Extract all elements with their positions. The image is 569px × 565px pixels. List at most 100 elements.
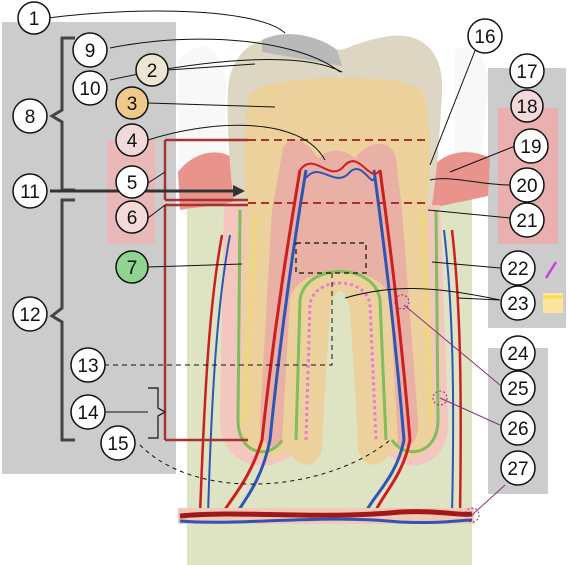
gingiva-left [178, 152, 240, 210]
svg-text:2: 2 [147, 61, 158, 82]
label-18: 18 [510, 89, 544, 123]
label-22: 22 [500, 250, 536, 286]
outer-vein-right [443, 229, 455, 516]
cementum-left [236, 209, 284, 454]
svg-text:24: 24 [507, 344, 529, 365]
svg-text:20: 20 [516, 176, 537, 197]
detail-leader [105, 273, 333, 366]
label-24: 24 [500, 335, 536, 371]
label-6: 6 [115, 200, 149, 234]
leader-16 [429, 37, 481, 166]
faded-neighbor-tooth-left [178, 46, 226, 170]
label-3: 3 [115, 86, 149, 120]
detail-circle-26 [432, 390, 448, 406]
leader-1 [47, 10, 286, 34]
leader-7 [147, 263, 243, 268]
svg-text:12: 12 [19, 305, 40, 326]
label-14: 14 [70, 394, 106, 430]
outer-artery-right [450, 229, 462, 516]
svg-text:17: 17 [516, 62, 537, 83]
leader-23b [344, 288, 501, 301]
leader-4 [147, 124, 326, 161]
brace-14 [148, 387, 167, 439]
svg-text:1: 1 [29, 9, 40, 30]
detail-box [295, 242, 367, 274]
svg-text:22: 22 [507, 259, 528, 280]
svg-text:10: 10 [79, 79, 100, 100]
label-19: 19 [513, 128, 549, 164]
pulp-horn-vessels [299, 160, 381, 175]
outer-vein-left [207, 234, 231, 516]
label-8: 8 [12, 98, 48, 134]
label-11: 11 [12, 173, 48, 209]
bracket-neck [163, 203, 248, 442]
label-23: 23 [500, 285, 536, 321]
vein-left-root [230, 169, 308, 521]
apex-dashed-arc [139, 439, 391, 485]
artery-left-root [216, 169, 302, 521]
legend-nerve-swatch [544, 261, 558, 279]
svg-text:8: 8 [25, 107, 36, 128]
leader-5 [147, 171, 166, 184]
svg-text:4: 4 [127, 131, 138, 152]
label-27: 27 [500, 450, 536, 486]
svg-text:5: 5 [127, 173, 138, 194]
pulp-horn-veins [305, 168, 375, 182]
label-2: 2 [135, 53, 169, 87]
label-4: 4 [115, 123, 149, 157]
svg-text:13: 13 [77, 356, 98, 377]
artery-right-root [370, 169, 412, 521]
svg-text:23: 23 [507, 294, 528, 315]
label-9: 9 [72, 32, 108, 68]
label-21: 21 [509, 202, 545, 238]
leader-22 [431, 261, 501, 269]
svg-text:16: 16 [474, 27, 495, 48]
svg-text:19: 19 [520, 137, 541, 158]
pink-fiber-inner [304, 281, 378, 441]
detail-circle-25 [394, 294, 410, 310]
leader-19 [449, 145, 516, 173]
leader-20 [429, 178, 511, 186]
enamel-highlight [262, 34, 342, 66]
faded-neighbor-tooth-right [455, 47, 489, 170]
leader-6 [147, 204, 166, 219]
cementum-right [390, 209, 440, 454]
label-15: 15 [100, 425, 136, 461]
svg-text:25: 25 [507, 379, 528, 400]
alveolar-vein [179, 517, 473, 525]
svg-text:26: 26 [507, 419, 528, 440]
leader-9 [109, 38, 341, 73]
label-25: 25 [500, 370, 536, 406]
svg-text:27: 27 [507, 459, 528, 480]
svg-text:7: 7 [127, 258, 138, 279]
svg-text:14: 14 [77, 403, 99, 424]
svg-text:15: 15 [107, 434, 128, 455]
leader-2 [167, 63, 256, 71]
svg-text:21: 21 [516, 211, 537, 232]
leader-3 [147, 102, 276, 108]
vein-right-root [360, 169, 406, 521]
odontoblast-lines-right [420, 214, 434, 426]
label-16: 16 [467, 18, 503, 54]
svg-text:11: 11 [20, 182, 40, 203]
label-26: 26 [500, 410, 536, 446]
leader-25 [403, 304, 501, 386]
brace-12 [49, 198, 75, 442]
label-17: 17 [509, 53, 545, 89]
label-10: 10 [72, 70, 108, 106]
svg-text:9: 9 [85, 41, 96, 62]
label-7: 7 [115, 250, 149, 284]
label-5: 5 [115, 165, 149, 199]
leader-23a [457, 297, 501, 301]
leader-26 [439, 397, 501, 426]
label-1: 1 [17, 1, 51, 35]
svg-text:3: 3 [127, 94, 138, 115]
svg-text:6: 6 [127, 208, 138, 229]
svg-text:18: 18 [516, 97, 537, 118]
detail-circle-27 [464, 507, 480, 523]
odontoblast-lines-left [242, 214, 258, 426]
outer-artery-left [198, 234, 224, 516]
alveolar-artery [179, 509, 473, 519]
